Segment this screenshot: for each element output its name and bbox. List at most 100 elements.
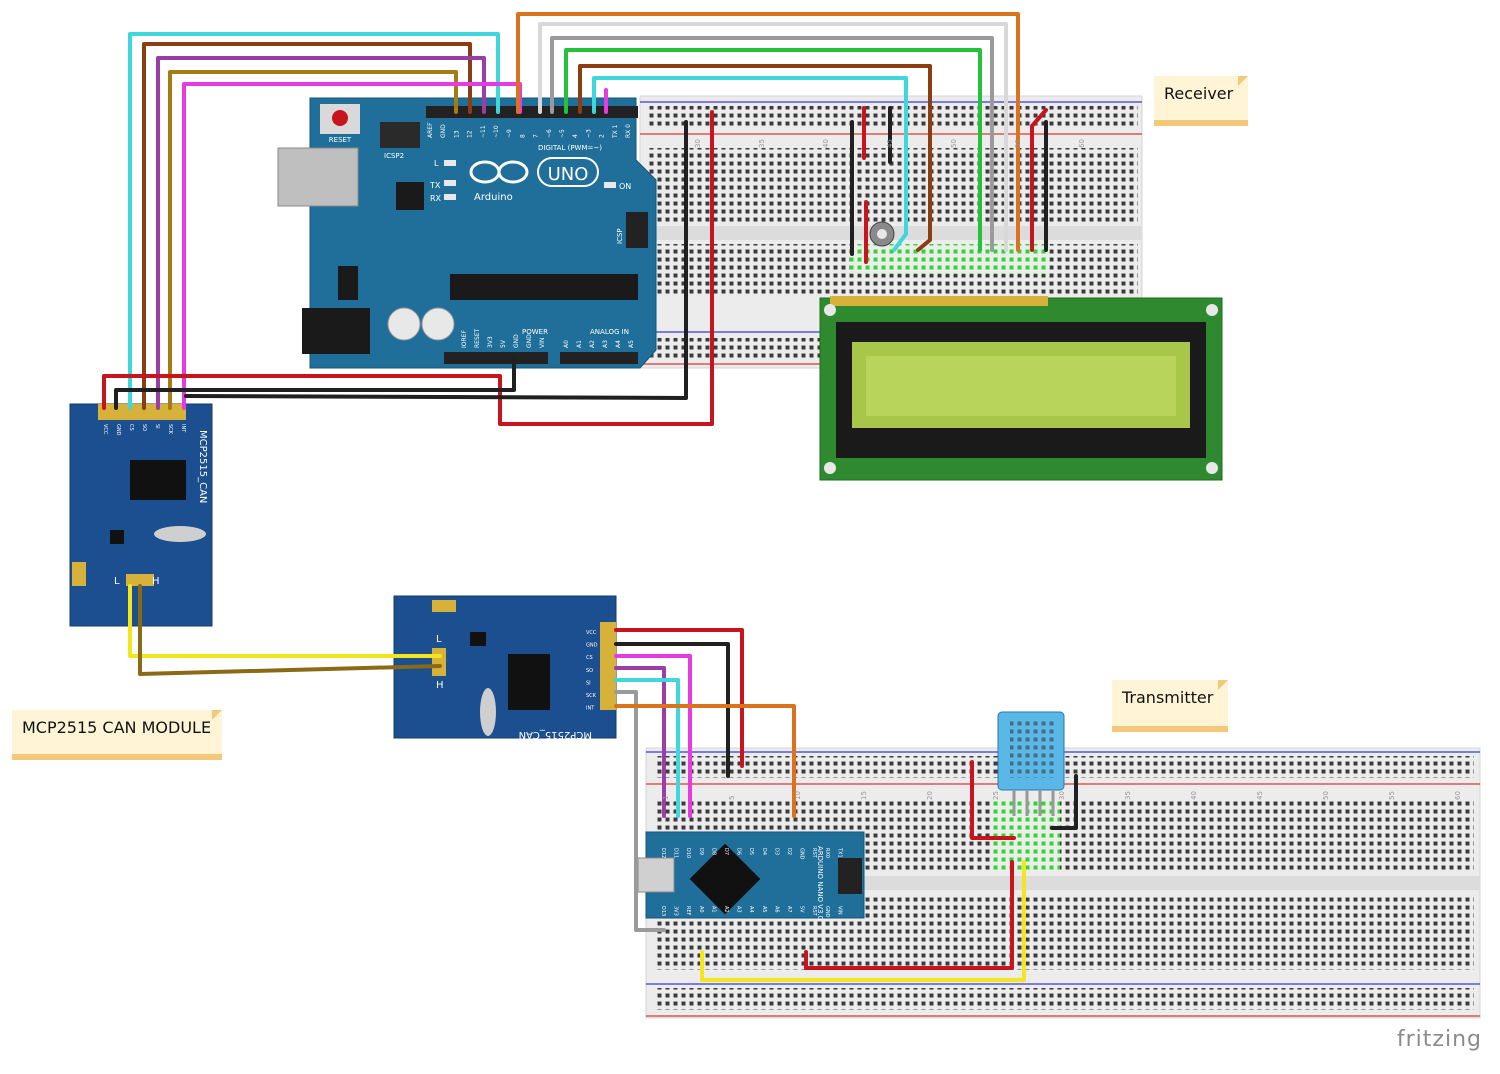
pin-label: RST <box>811 848 817 859</box>
wire-red-nano-5v <box>804 860 1014 970</box>
wire-red-bb-rx-3 <box>1030 108 1048 252</box>
pin-label: D4 <box>761 848 767 855</box>
wire-black-tx-gnd <box>614 642 730 778</box>
pin-label: TX 1 <box>612 124 619 139</box>
pin-label: REF <box>685 906 691 916</box>
breadboard-column-number: 35 <box>758 139 766 148</box>
wire-white-lcd <box>538 22 1008 252</box>
wire-magenta-tx <box>614 654 692 818</box>
breadboard-column-number: 10 <box>794 791 802 800</box>
pin-label: SCK <box>167 424 173 435</box>
pin-label: A3 <box>602 340 609 348</box>
breadboard-column-number: 60 <box>1454 791 1462 800</box>
uno-l-label: L <box>434 159 439 168</box>
pin-label: 5V <box>799 906 805 913</box>
pin-label: D13 <box>660 906 666 916</box>
pin-label: 13 <box>453 130 460 138</box>
pin-label: VCC <box>586 630 597 636</box>
can-module-note: MCP2515 CAN MODULE <box>12 710 222 760</box>
pin-label: GND <box>526 334 533 348</box>
wire-brown-rx <box>142 42 472 410</box>
wire-cyan-tx <box>614 678 680 818</box>
pin-label: ~9 <box>506 129 513 138</box>
pin-label: D8 <box>710 848 716 855</box>
pin-label: INT <box>180 424 186 433</box>
receiver-label: Receiver <box>1164 84 1234 103</box>
uno-digital-label: DIGITAL (PWM=~) <box>538 144 602 152</box>
pin-label: 12 <box>467 130 474 138</box>
pin-label: GND <box>115 424 121 436</box>
pin-label: A0 <box>698 906 704 913</box>
pin-label: GND <box>586 643 598 649</box>
pin-label: ~11 <box>480 125 487 138</box>
pin-label: A5 <box>761 906 767 913</box>
uno-power-label: POWER <box>522 328 548 336</box>
can-tx-l-label: L <box>436 634 442 645</box>
breadboard-column-number: 55 <box>1014 139 1022 148</box>
pin-label: D3 <box>773 848 779 855</box>
wire-yellow-can-l <box>128 584 442 658</box>
pin-label: SI <box>154 424 160 429</box>
wire-purple-tx <box>614 666 666 818</box>
pin-label: ~10 <box>493 125 500 138</box>
wire-cyan-rx <box>128 32 500 410</box>
wire-red-tx-vcc <box>614 628 744 768</box>
breadboard-column-number: 60 <box>1078 139 1086 148</box>
wires <box>102 12 1078 982</box>
pin-label: 3V3 <box>673 906 679 916</box>
pin-label: A2 <box>589 340 596 348</box>
wire-red-dht <box>970 760 1016 840</box>
breadboard-column-number: 30 <box>694 139 702 148</box>
pin-label: VCC <box>102 424 108 435</box>
uno-reset-label: RESET <box>329 136 352 144</box>
pin-label: SCK <box>586 693 597 699</box>
pin-label: D2 <box>786 848 792 855</box>
pin-label: A6 <box>773 906 779 913</box>
pin-label: D12 <box>660 848 666 858</box>
pin-label: 4 <box>572 134 579 138</box>
pin-label: ~3 <box>585 129 592 138</box>
wire-green-lcd <box>564 48 982 252</box>
pin-label: D11 <box>673 848 679 858</box>
breadboard-column-number: 50 <box>950 139 958 148</box>
pin-label: GND <box>513 334 520 348</box>
breadboard-column-number: 55 <box>1388 791 1396 800</box>
uno-logo-text: UNO <box>548 164 589 185</box>
uno-rx-label: RX <box>430 194 442 203</box>
pin-label: CS <box>586 655 593 661</box>
reset-button[interactable] <box>332 110 348 126</box>
can-rx-l-label: L <box>114 576 120 587</box>
pin-label: 5V <box>500 339 507 348</box>
pin-label: A4 <box>748 906 754 913</box>
wire-orange-tx <box>614 704 796 818</box>
pin-label: D7 <box>723 848 729 855</box>
breadboard-column-number: 45 <box>1256 791 1264 800</box>
breadboard-column-number: 45 <box>886 139 894 148</box>
can-module-label: MCP2515 CAN MODULE <box>22 718 212 737</box>
pin-label: D6 <box>736 848 742 855</box>
pin-label: RX0 <box>824 848 830 858</box>
pin-label: ~6 <box>546 129 553 138</box>
dht11-sensor <box>997 711 1065 816</box>
pin-label: A3 <box>736 906 742 913</box>
pin-label: CS <box>128 424 134 431</box>
pin-label: 7 <box>533 134 540 138</box>
pin-label: 8 <box>519 134 526 138</box>
receiver-note: Receiver <box>1154 76 1248 126</box>
pin-label: 2 <box>599 134 606 138</box>
nano-name: ARDUINO NANO V3.0 <box>816 846 824 920</box>
pin-label: A7 <box>786 906 792 913</box>
can-tx-h-label: H <box>436 680 444 691</box>
breadboard-column-number: 20 <box>926 791 934 800</box>
arduino-logo <box>469 157 599 187</box>
pin-label: GND <box>799 848 805 860</box>
pin-label: ~5 <box>559 129 566 138</box>
wire-orange-lcd <box>516 12 1020 252</box>
uno-arduino-text: Arduino <box>474 192 513 203</box>
pin-label: A4 <box>615 340 622 348</box>
pin-label: A0 <box>563 340 570 348</box>
